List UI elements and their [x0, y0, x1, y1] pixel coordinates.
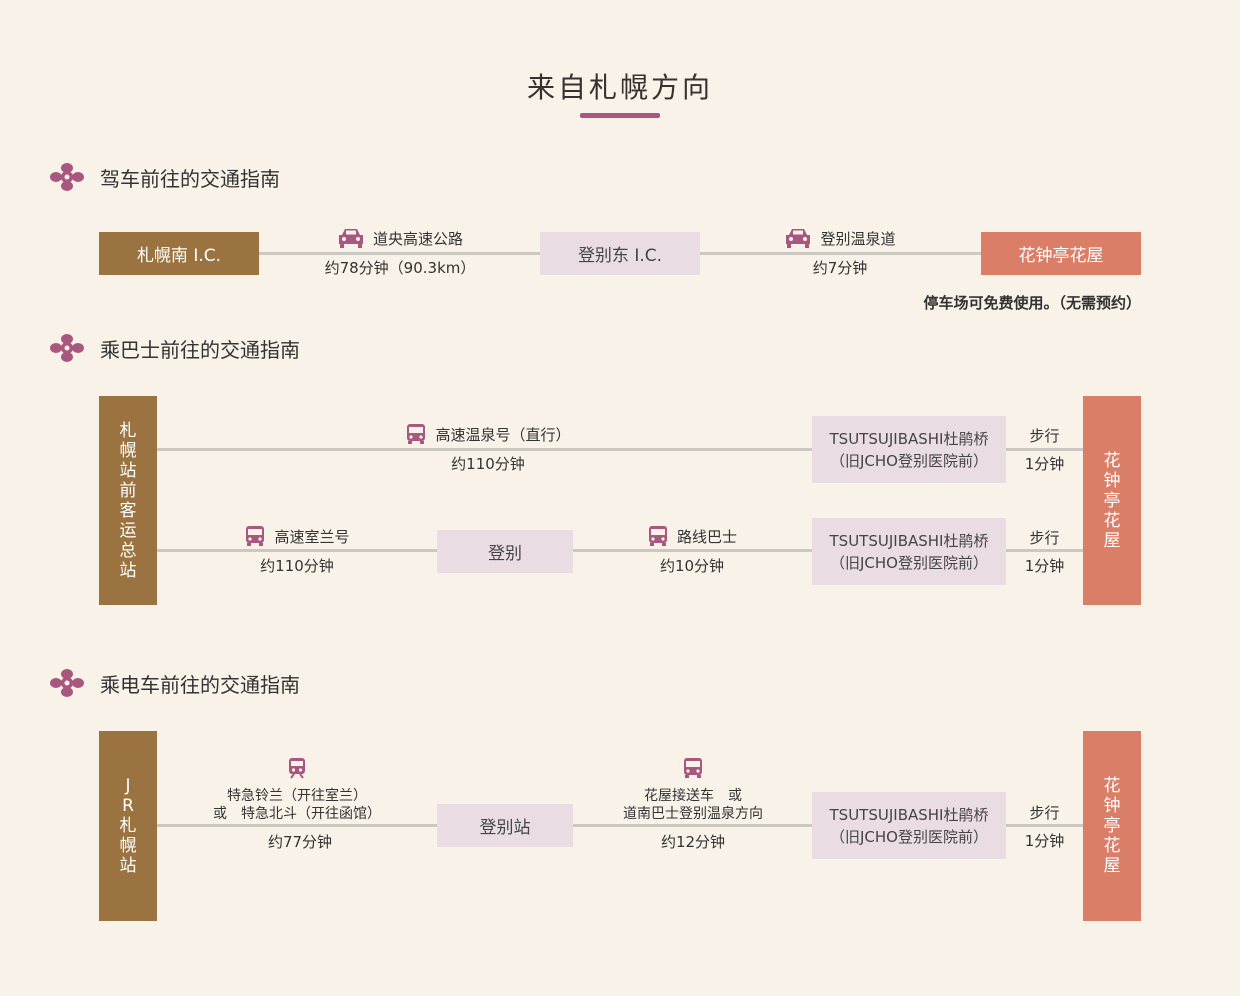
flower-ornament-icon [50, 669, 84, 697]
flower-ornament-icon [50, 334, 84, 362]
bus-row1-line [157, 448, 1083, 451]
bus-icon [684, 758, 702, 778]
end-char: 钟 [1103, 470, 1121, 491]
start-char: 站 [119, 856, 137, 876]
car-icon [338, 229, 363, 248]
bus-icon [407, 424, 426, 444]
start-char: R [122, 796, 134, 816]
bus-icon [246, 526, 265, 546]
train-icon [289, 758, 305, 779]
end-char: 花 [1103, 450, 1121, 471]
route2-name: 登别温泉道 [820, 229, 896, 248]
shuttle-time: 约12分钟 [660, 833, 726, 851]
flower-ornament-icon [50, 163, 84, 191]
train-time: 约77分钟 [267, 833, 333, 851]
train-route-line [157, 824, 1083, 827]
route1-time: 约78分钟（90.3km） [324, 259, 476, 277]
start-char: 运 [119, 520, 137, 541]
start-char: 站 [119, 460, 137, 481]
tsutsujibashi-stop-box: TSUTSUJIBASHI杜鹃桥 （旧JCHO登别医院前） [812, 416, 1006, 483]
start-char: 客 [119, 500, 137, 521]
stop-name: TSUTSUJIBASHI杜鹃桥 [829, 429, 989, 448]
end-char: 亭 [1103, 490, 1121, 511]
train-section-heading: 乘电车前往的交通指南 [50, 668, 300, 698]
end-char: 屋 [1103, 856, 1121, 876]
page-title: 来自札幌方向 [526, 71, 713, 104]
route2-time: 约7分钟 [812, 259, 868, 277]
bus-row1-route-label: 高速温泉号（直行） [368, 421, 608, 447]
bus-section-title: 乘巴士前往的交通指南 [100, 337, 300, 362]
stop-name: TSUTSUJIBASHI杜鹃桥 [829, 531, 989, 550]
start-char: 幌 [119, 836, 137, 856]
start-char: 札 [119, 816, 137, 836]
shuttle-line2: 道南巴士登别温泉方向 [623, 806, 763, 822]
hanaya-bus-destination-box: 花 钟 亭 花 屋 [1083, 396, 1141, 605]
parking-note: 停车场可免费使用。（无需预约） [923, 294, 1141, 312]
bus-row1-time: 约110分钟 [451, 455, 525, 473]
end-char: 花 [1103, 510, 1121, 531]
walk-time: 1分钟 [1024, 557, 1065, 575]
hanaya-train-destination-box: 花 钟 亭 花 屋 [1083, 731, 1141, 921]
car-icon [786, 229, 811, 248]
car-route1-label: 道央高速公路 [300, 225, 500, 251]
start-char: 总 [119, 540, 137, 561]
route1-name: 道央高速公路 [372, 229, 463, 248]
walk-label: 步行 [1029, 529, 1060, 547]
end-char: 钟 [1103, 796, 1121, 816]
bus-icon [648, 526, 667, 546]
sapporo-minami-ic-box: 札幌南 I.C. [99, 232, 259, 275]
bus-section-heading: 乘巴士前往的交通指南 [50, 333, 300, 363]
bus-row2-route-label: 高速室兰号 [177, 523, 417, 549]
start-char: 站 [119, 560, 137, 581]
walk-time: 1分钟 [1024, 455, 1065, 473]
walk-label: 步行 [1029, 427, 1060, 445]
bus-row2-route2-label: 路线巴士 [592, 523, 792, 549]
hanaya-destination-box: 花钟亭花屋 [981, 232, 1141, 275]
shuttle-line1: 花屋接送车 或 [644, 788, 742, 804]
stop-subname: （旧JCHO登别医院前） [830, 553, 988, 572]
title-underline [580, 113, 660, 118]
bus-row1-route: 高速温泉号（直行） [435, 425, 571, 444]
noboribetsu-bus-box: 登别 [437, 530, 573, 573]
end-char: 花 [1103, 776, 1121, 796]
stop-subname: （旧JCHO登别医院前） [830, 827, 988, 846]
bus-row2-time2: 约10分钟 [659, 557, 725, 575]
end-char: 花 [1103, 836, 1121, 856]
start-char: 前 [119, 480, 137, 501]
start-char: 札 [119, 420, 137, 441]
stop-name: TSUTSUJIBASHI杜鹃桥 [829, 805, 989, 824]
end-char: 亭 [1103, 816, 1121, 836]
end-char: 屋 [1103, 530, 1121, 551]
car-section-heading: 驾车前往的交通指南 [50, 162, 280, 192]
bus-row2-route2: 路线巴士 [676, 527, 737, 546]
noboribetsu-station-box: 登别站 [437, 804, 573, 847]
car-section-title: 驾车前往的交通指南 [100, 166, 280, 191]
car-route2-label: 登别温泉道 [740, 225, 940, 251]
bus-row2-time: 约110分钟 [260, 557, 334, 575]
train-line1: 特急铃兰（开往室兰） [227, 788, 367, 804]
start-char: J [125, 776, 131, 796]
bus-row2-line [157, 549, 1083, 552]
sapporo-bus-terminal-box: 札 幌 站 前 客 运 总 站 [99, 396, 157, 605]
jr-sapporo-station-box: J R 札 幌 站 [99, 731, 157, 921]
tsutsujibashi-stop-box: TSUTSUJIBASHI杜鹃桥 （旧JCHO登别医院前） [812, 792, 1006, 859]
walk-label: 步行 [1029, 804, 1060, 822]
bus-row2-route: 高速室兰号 [274, 527, 350, 546]
walk-time: 1分钟 [1024, 832, 1065, 850]
noboribetsu-higashi-ic-box: 登别东 I.C. [540, 232, 700, 275]
tsutsujibashi-stop-box: TSUTSUJIBASHI杜鹃桥 （旧JCHO登别医院前） [812, 518, 1006, 585]
train-section-title: 乘电车前往的交通指南 [100, 672, 300, 697]
train-line2: 或 特急北斗（开往函馆） [213, 806, 381, 822]
start-char: 幌 [119, 440, 137, 461]
stop-subname: （旧JCHO登别医院前） [830, 451, 988, 470]
